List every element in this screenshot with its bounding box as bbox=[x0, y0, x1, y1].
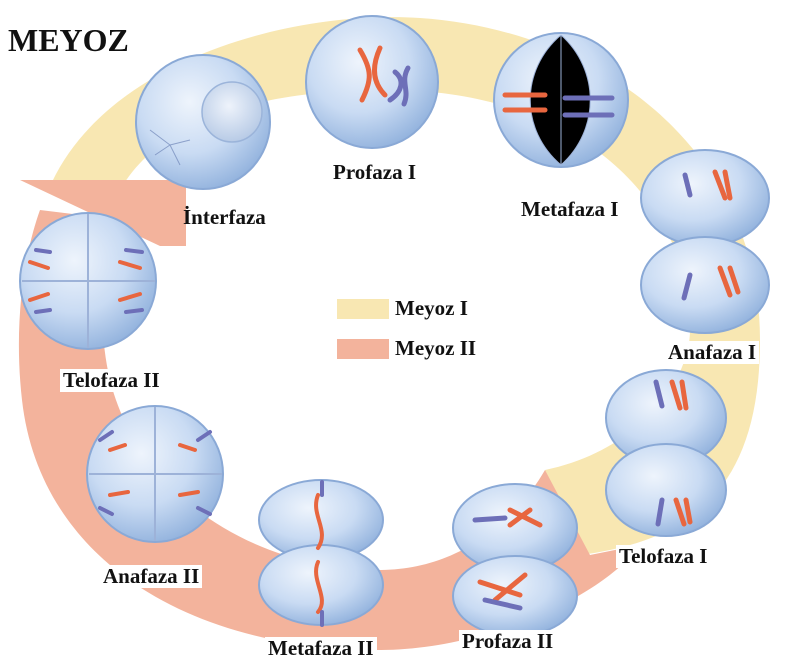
cell-profaza-2 bbox=[453, 484, 577, 636]
label-profaza-2: Profaza II bbox=[459, 630, 556, 653]
label-anafaza-2: Anafaza II bbox=[100, 565, 202, 588]
label-telofaza-1: Telofaza I bbox=[616, 545, 710, 568]
label-telofaza-2: Telofaza II bbox=[60, 369, 163, 392]
legend-meyoz-2: Meyoz II bbox=[337, 338, 476, 359]
label-metafaza-2: Metafaza II bbox=[265, 637, 377, 660]
cell-anafaza-2 bbox=[87, 406, 223, 542]
legend-label-meyoz-1: Meyoz I bbox=[395, 298, 468, 319]
label-interfaza: İnterfaza bbox=[183, 207, 266, 228]
cell-telofaza-1 bbox=[606, 370, 726, 536]
cell-metafaza-2 bbox=[259, 480, 383, 625]
legend-swatch-meyoz-1 bbox=[337, 299, 389, 319]
label-metafaza-1: Metafaza I bbox=[521, 199, 618, 220]
legend-swatch-meyoz-2 bbox=[337, 339, 389, 359]
diagram-title: MEYOZ bbox=[8, 24, 129, 56]
legend-label-meyoz-2: Meyoz II bbox=[395, 338, 476, 359]
cell-interfaza bbox=[136, 55, 270, 189]
legend-meyoz-1: Meyoz I bbox=[337, 298, 468, 319]
cell-metafaza-1 bbox=[494, 33, 628, 167]
label-profaza-1: Profaza I bbox=[333, 162, 416, 183]
cell-telofaza-2 bbox=[20, 213, 156, 349]
cell-profaza-1 bbox=[306, 16, 438, 148]
cell-anafaza-1 bbox=[641, 150, 769, 333]
label-anafaza-1: Anafaza I bbox=[665, 341, 759, 364]
